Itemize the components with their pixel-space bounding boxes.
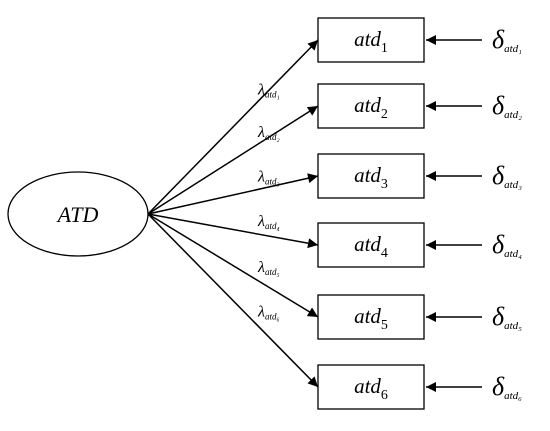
loading-arrow-4 (147, 213, 319, 249)
error-symbol: δ (492, 302, 505, 331)
indicator-base: atd (354, 232, 381, 256)
latent-label: ATD (56, 202, 99, 227)
loading-symbol: λ (257, 82, 265, 99)
indicator-base: atd (354, 93, 381, 117)
error-symbol: δ (492, 230, 505, 259)
loading-subscript: atd₁ (265, 90, 280, 100)
loading-symbol: λ (257, 259, 265, 276)
indicator-box-1 (317, 17, 425, 63)
error-subscript: atd₃ (504, 179, 522, 191)
loading-symbol: λ (257, 169, 265, 186)
indicator-label-2: atd2 (354, 93, 388, 122)
loading-label-5: λatd₅ (257, 259, 280, 277)
indicator-label-6: atd6 (354, 374, 388, 403)
error-symbol: δ (492, 91, 505, 120)
error-label-2: δatd₂ (492, 91, 522, 121)
error-subscript: atd₁ (504, 43, 522, 55)
error-subscript: atd₅ (504, 320, 522, 332)
loading-arrow-2 (147, 105, 319, 215)
loading-arrow-3 (147, 173, 319, 215)
error-label-3: δatd₃ (492, 161, 522, 191)
indicator-subscript: 5 (381, 318, 388, 333)
loading-arrow-5 (147, 213, 319, 318)
indicator-label-3: atd3 (354, 163, 388, 192)
indicator-label-5: atd5 (354, 304, 388, 333)
loading-symbol: λ (257, 124, 265, 141)
indicator-subscript: 6 (381, 388, 388, 403)
indicator-label-4: atd4 (354, 232, 388, 261)
error-subscript: atd₆ (504, 390, 522, 402)
error-label-5: δatd₅ (492, 302, 522, 332)
loading-subscript: atd₄ (265, 221, 280, 231)
indicator-subscript: 2 (381, 107, 388, 122)
indicator-box-6 (317, 364, 425, 410)
error-subscript: atd₂ (504, 109, 522, 121)
error-label-4: δatd₄ (492, 230, 522, 260)
loading-subscript: atd₅ (265, 267, 280, 277)
indicator-box-5 (317, 294, 425, 340)
indicator-box-3 (317, 153, 425, 199)
indicator-base: atd (354, 163, 381, 187)
error-symbol: δ (492, 161, 505, 190)
indicator-label-1: atd1 (354, 27, 388, 56)
error-label-6: δatd₆ (492, 372, 522, 402)
loading-subscript: atd₃ (265, 177, 280, 187)
latent-node: ATD (7, 171, 149, 257)
indicator-box-2 (317, 83, 425, 129)
indicator-base: atd (354, 304, 381, 328)
loading-label-6: λatd₆ (257, 304, 280, 322)
loading-arrow-6 (147, 213, 319, 388)
indicator-subscript: 1 (381, 41, 388, 56)
error-symbol: δ (492, 25, 505, 54)
loading-subscript: atd₆ (265, 312, 280, 322)
loading-label-3: λatd₃ (257, 169, 280, 187)
loading-symbol: λ (257, 304, 265, 321)
loading-arrow-1 (147, 39, 319, 215)
indicator-subscript: 4 (381, 246, 388, 261)
loading-subscript: atd₂ (265, 132, 280, 142)
loading-symbol: λ (257, 213, 265, 230)
indicator-box-4 (317, 222, 425, 268)
error-label-1: δatd₁ (492, 25, 522, 55)
error-symbol: δ (492, 372, 505, 401)
error-subscript: atd₄ (504, 248, 522, 260)
loading-label-4: λatd₄ (257, 213, 280, 231)
indicator-base: atd (354, 374, 381, 398)
loading-label-2: λatd₂ (257, 124, 280, 142)
loading-label-1: λatd₁ (257, 82, 280, 100)
indicator-base: atd (354, 27, 381, 51)
indicator-subscript: 3 (381, 177, 388, 192)
